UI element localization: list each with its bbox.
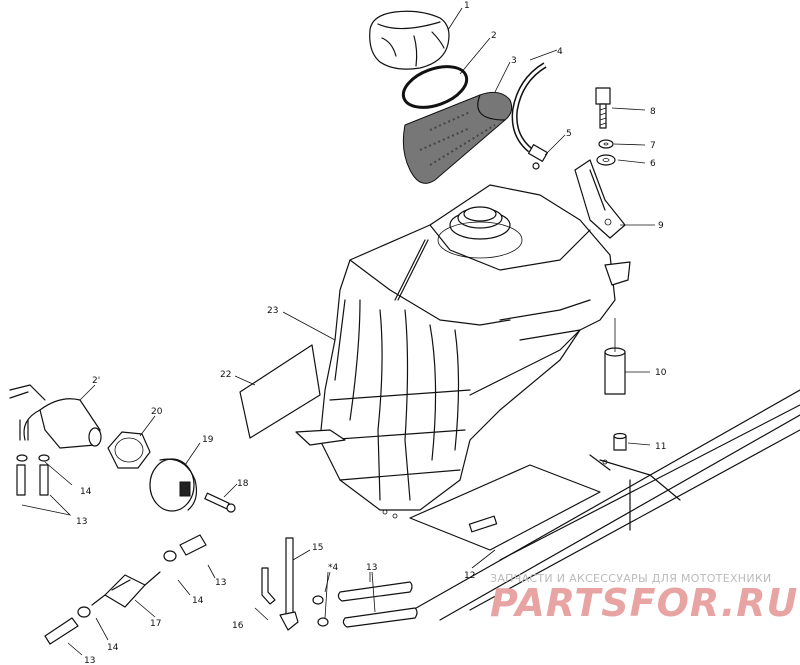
watermark-caption: ЗАПЧАСТИ И АКСЕССУАРЫ ДЛЯ МОТОТЕХНИКИ [490,572,772,585]
callout-12: 12 [464,571,475,581]
check-valve [527,144,549,170]
callout-13c: 13 [84,656,95,665]
fuel-tank [295,184,631,519]
tank-pad [239,344,321,439]
callout-14a: 14 [80,487,92,497]
callout-18: 18 [237,479,249,489]
screw [204,492,236,513]
hose-clamps-bottom [44,534,207,645]
elbow-fittings [261,567,299,631]
callout-16: 16 [232,621,244,631]
flat-washer [596,154,616,166]
chassis-frame [394,389,800,621]
callout-labels: 1 2 3 4 5 6 7 8 9 10 11 12 13 13 13 13 1… [76,1,667,665]
fuel-cap [369,10,450,70]
watermark: ЗАПЧАСТИ И АКСЕССУАРЫ ДЛЯ МОТОТЕХНИКИ PA… [490,572,798,625]
callout-14c: 14 [107,643,119,653]
callout-15: 15 [312,543,323,553]
lock-washer [598,139,614,149]
callout-13a: 13 [76,517,87,527]
fuel-line [285,537,294,621]
callout-9: 9 [658,221,664,231]
bushing [613,432,627,451]
vent-hose [511,62,547,153]
heat-shield [409,464,601,551]
bolt [595,87,611,129]
callout-17: 17 [150,619,161,629]
callout-11: 11 [655,442,666,452]
foam-vent [402,91,513,184]
small-clamps [312,595,329,627]
callout-22: 22 [220,370,231,380]
callout-8: 8 [650,107,656,117]
callout-1: 1 [464,1,470,11]
filter-cover [149,458,198,512]
o-ring [401,65,469,109]
callout-3: 3 [511,56,517,66]
hose-clamps-left [16,454,50,496]
retaining-nut [107,431,151,469]
callout-13b: 13 [215,578,226,588]
callout-6: 6 [650,159,656,169]
callout-14b: 14 [192,596,204,606]
callout-2: 2 [491,31,497,41]
callout-20: 20 [151,407,163,417]
leader-lines [21,7,655,656]
callout-23: 23 [267,306,278,316]
rubber-spacer [604,347,626,395]
watermark-logo: PARTSFOR.RU [490,581,798,625]
callout-13d: 13 [366,563,377,573]
callout-5: 5 [566,129,572,139]
inline-fuel-filter [91,571,161,608]
callout-10: 10 [655,368,667,378]
callout-14d: *4 [328,563,339,573]
callout-19: 19 [202,435,214,445]
hose-pieces [337,581,418,628]
callout-7: 7 [650,141,656,151]
fuel-pump [9,384,102,449]
callout-21: 2' [92,376,100,386]
callout-4: 4 [557,47,563,57]
